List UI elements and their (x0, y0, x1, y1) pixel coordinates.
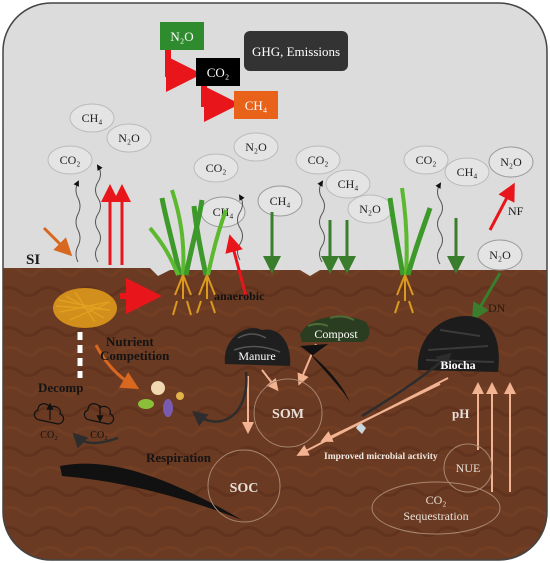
label-respiration: Respiration (146, 450, 212, 465)
legend-ch4-label: CH₄ (245, 98, 268, 113)
svg-text:CO₂: CO₂ (416, 153, 437, 167)
cloud-n2o-left: N₂O (106, 123, 152, 153)
label-nue: NUE (456, 461, 481, 475)
si-arrow (42, 226, 73, 257)
plant-3 (387, 187, 433, 314)
red-arrows (101, 182, 515, 314)
co2-icon-2: CO₂ (83, 403, 115, 441)
sequestration-ellipse (371, 481, 501, 535)
label-sequestration-2: Sequestration (403, 509, 468, 523)
svg-text:N₂O: N₂O (118, 131, 140, 145)
label-nutrient-2: Competition (100, 348, 170, 363)
cloud-ch4-mid2: CH₄ (257, 185, 303, 217)
cloud-ch4-left: CH₄ (69, 103, 115, 133)
plant-1 (148, 189, 205, 316)
svg-text:N₂O: N₂O (489, 248, 511, 262)
som-circle (253, 378, 323, 448)
cloud-n2o-nf: N₂O (477, 239, 523, 271)
concept-circles (207, 378, 501, 535)
cloud-co2-far: CO₂ (403, 145, 449, 175)
green-arrows (263, 212, 502, 322)
svg-text:CH₄: CH₄ (213, 205, 234, 219)
svg-text:CH₄: CH₄ (457, 165, 478, 179)
label-ph: pH (452, 406, 469, 421)
legend-co2-label: CO₂ (207, 65, 230, 80)
legend-ghg-box (244, 31, 348, 71)
cloud-co2-mid: CO₂ (193, 153, 239, 183)
straw-pile (53, 288, 117, 328)
label-som: SOM (272, 407, 304, 422)
svg-text:CH₄: CH₄ (270, 194, 291, 208)
cloud-n2o-far: N₂O (488, 146, 534, 178)
svg-text:CO₂: CO₂ (90, 430, 107, 441)
svg-text:CO₂: CO₂ (206, 161, 227, 175)
legend: N₂O CO₂ CH₄ GHG, Emissions (160, 22, 348, 122)
manure (224, 328, 291, 366)
label-manure: Manure (238, 349, 275, 363)
label-si: SI (26, 252, 40, 268)
label-microbial: Improved microbial activity (324, 452, 438, 462)
microbes (138, 381, 366, 434)
cloud-co2-right: CO₂ (295, 145, 341, 175)
label-anaerobic: anaerobic (214, 289, 265, 303)
legend-arrow-1 (165, 50, 202, 92)
label-sequestration-1: CO₂ (426, 493, 447, 507)
nue-circle (443, 443, 493, 493)
svg-text:N₂O: N₂O (359, 202, 381, 216)
cloud-co2-left: CO₂ (47, 145, 93, 175)
svg-text:CO₂: CO₂ (40, 430, 57, 441)
compost (300, 315, 370, 342)
svg-text:CH₄: CH₄ (338, 177, 359, 191)
svg-text:N₂O: N₂O (245, 140, 267, 154)
label-compost: Compost (314, 327, 358, 341)
cloud-n2o-mid: N₂O (233, 132, 279, 162)
cloud-ch4-right: CH₄ (325, 169, 371, 199)
black-wedges (60, 344, 350, 520)
plants (148, 187, 433, 316)
text-labels: SI NF DN anaerobic Nutrient Competition … (26, 204, 524, 523)
legend-n2o-label: N₂O (170, 29, 193, 44)
legend-ghg-label: GHG, Emissions (252, 44, 340, 59)
legend-co2-box (196, 58, 240, 86)
label-nf: NF (508, 204, 524, 218)
cloud-n2o-right: N₂O (347, 194, 393, 224)
svg-text:CH₄: CH₄ (82, 111, 103, 125)
label-decomp: Decomp (38, 380, 84, 395)
plant-2 (191, 205, 228, 314)
co2-icons: CO₂ CO₂ (33, 402, 115, 441)
peach-arrows (242, 343, 516, 492)
label-soc: SOC (230, 481, 259, 496)
svg-text:N₂O: N₂O (500, 155, 522, 169)
dark-arrows (72, 352, 452, 449)
svg-text:CO₂: CO₂ (308, 153, 329, 167)
label-biochar: Biocha (440, 358, 475, 372)
soc-circle (207, 449, 281, 523)
legend-arrow-2 (201, 86, 240, 122)
label-nutrient-1: Nutrient (106, 334, 154, 349)
gas-clouds: CH₄ N₂O CO₂ CO₂ N₂O CH₄ CH₄ CO₂ CH₄ N₂O … (47, 103, 534, 271)
svg-text:CO₂: CO₂ (60, 153, 81, 167)
legend-n2o-box (160, 22, 204, 50)
label-dn: DN (488, 301, 506, 315)
co2-icon-1: CO₂ (33, 402, 65, 441)
decomp-arrow (94, 344, 140, 390)
legend-ch4-box (234, 91, 278, 119)
cloud-ch4-far: CH₄ (444, 157, 490, 187)
